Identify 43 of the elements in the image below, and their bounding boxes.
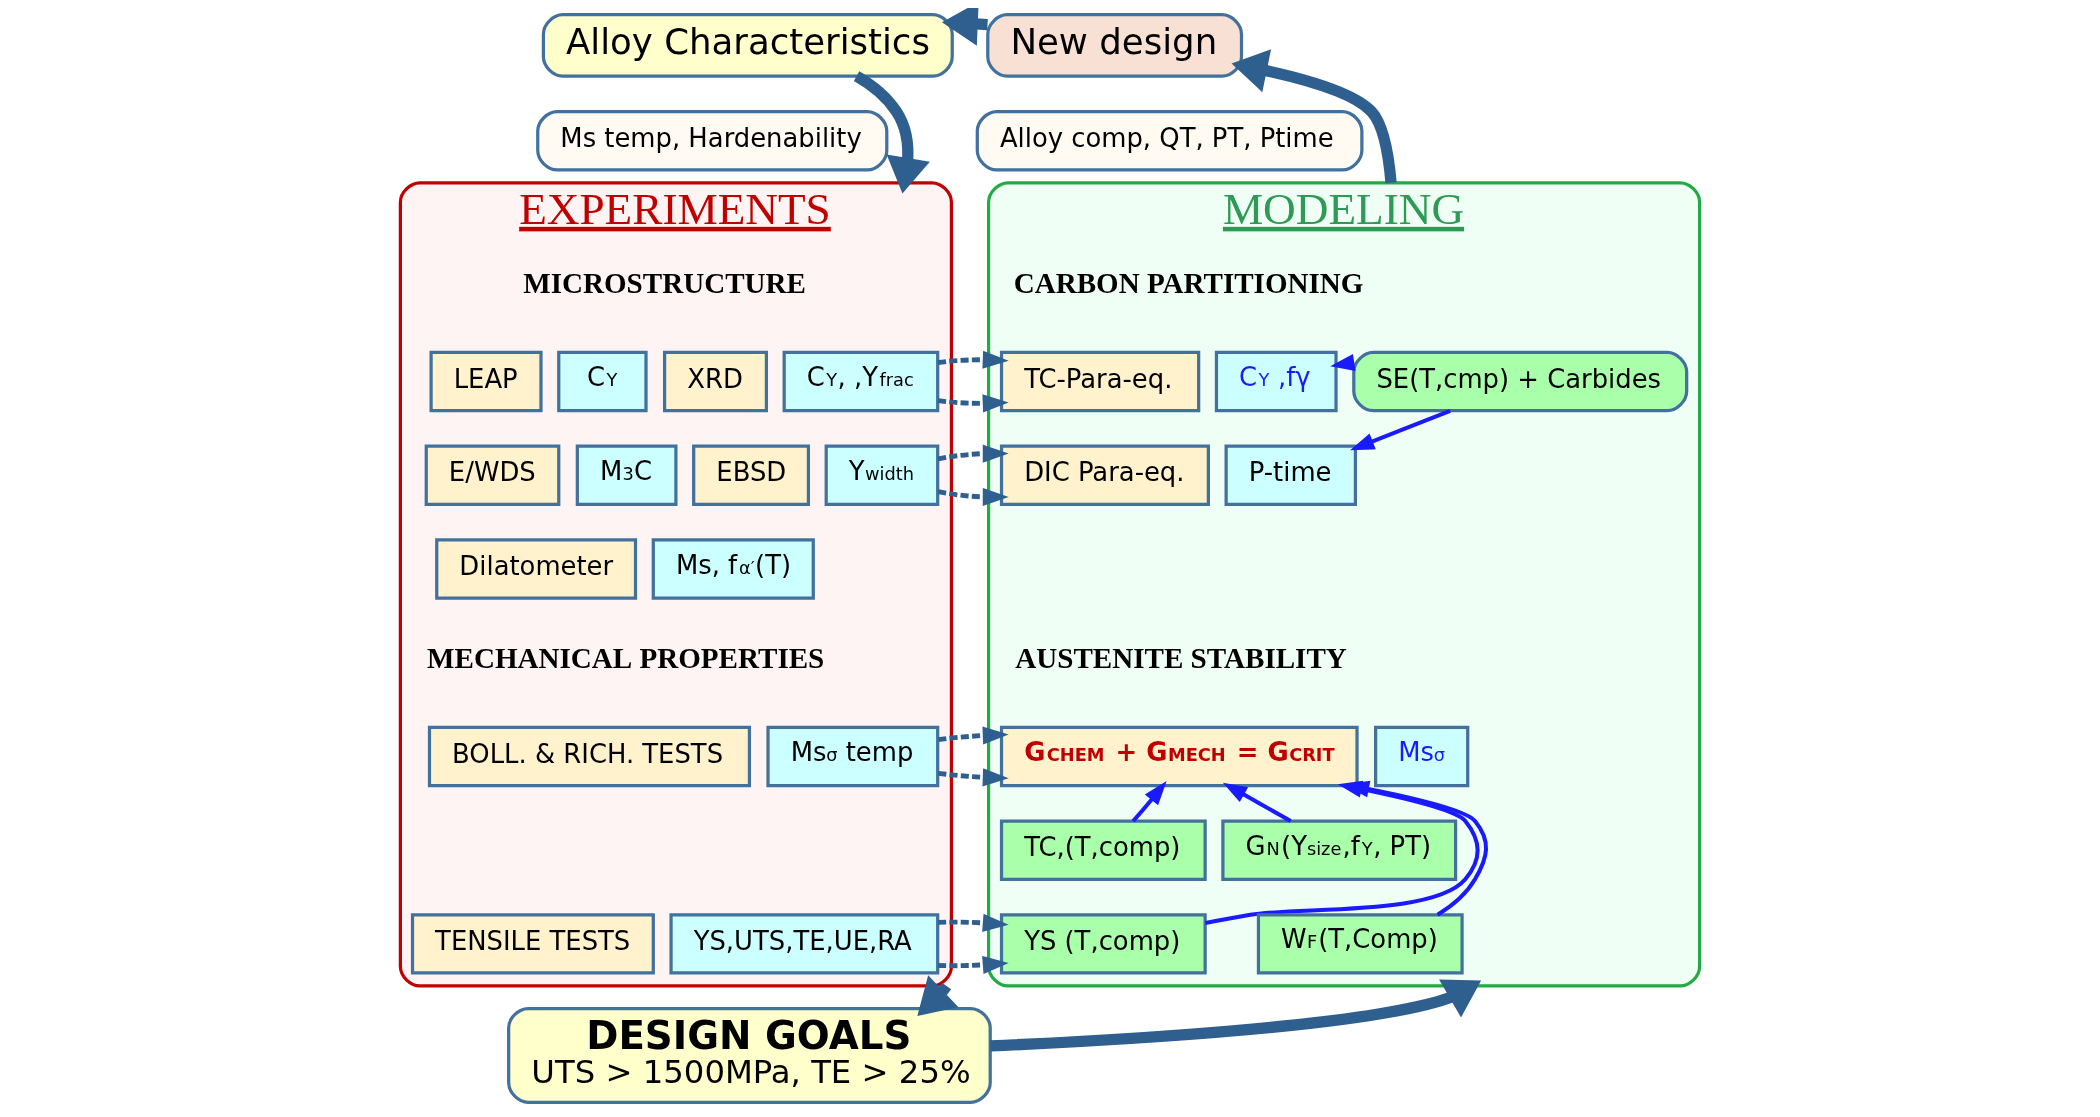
node-box: Msσ [1374, 725, 1470, 788]
node-box: TENSILE TESTS [410, 913, 655, 975]
node-box: BOLL. & RICH. TESTS [427, 725, 752, 788]
node-box: XRD [663, 350, 768, 413]
node-box: TC,(T,comp) [999, 819, 1207, 881]
node-box: Msσ temp [766, 725, 940, 788]
node-box: Ywidth [824, 444, 940, 506]
node-box: DIC Para-eq. [999, 444, 1210, 506]
node-box: Ms temp, Hardenability [536, 110, 889, 172]
node-box: CY, ,Yfrac [782, 350, 940, 413]
node-box: EBSD [692, 444, 811, 506]
node-box: E/WDS [424, 444, 561, 506]
node-box: LEAP [429, 350, 543, 413]
node-box: Alloy comp, QT, PT, Ptime [975, 110, 1364, 172]
label: MICROSTRUCTURE [523, 267, 806, 300]
node-box: CY [557, 350, 648, 413]
arrow [937, 350, 1009, 413]
arrow [1350, 408, 1451, 451]
node-box: WF(T,Comp) [1256, 913, 1464, 975]
arrow [1231, 49, 1397, 184]
node-box: M3C [575, 444, 678, 506]
node-box: New design [986, 13, 1244, 78]
node-box: Dilatometer [435, 538, 638, 600]
arrow [1222, 782, 1292, 823]
node-box: GN(Ysize,fY, PT) [1221, 819, 1458, 881]
node-box: GCHEM + GMECH = GCRIT [999, 725, 1359, 788]
arrow [917, 975, 959, 1016]
node-box: P-time [1224, 444, 1358, 506]
node-box: TC-Para-eq. [999, 350, 1201, 413]
node-box: Ms, fα′(T) [651, 538, 815, 600]
arrow [990, 979, 1482, 1052]
node-box: YS (T,comp) [999, 913, 1207, 975]
label: CARBON PARTITIONING [1013, 267, 1364, 300]
arrow [937, 444, 1009, 507]
node-box: Alloy Characteristics [541, 13, 954, 78]
label: AUSTENITE STABILITY [1015, 642, 1347, 675]
arrow [1131, 780, 1167, 823]
node-box: YS,UTS,TE,UE,RA [669, 913, 940, 975]
node-box: CY ,fγ [1214, 350, 1338, 413]
arrow [938, 913, 1009, 974]
arrow [938, 726, 1009, 787]
label: MECHANICAL PROPERTIES [427, 642, 825, 675]
node-box: DESIGN GOALS UTS > 1500MPa, TE > 25% [507, 1006, 992, 1104]
